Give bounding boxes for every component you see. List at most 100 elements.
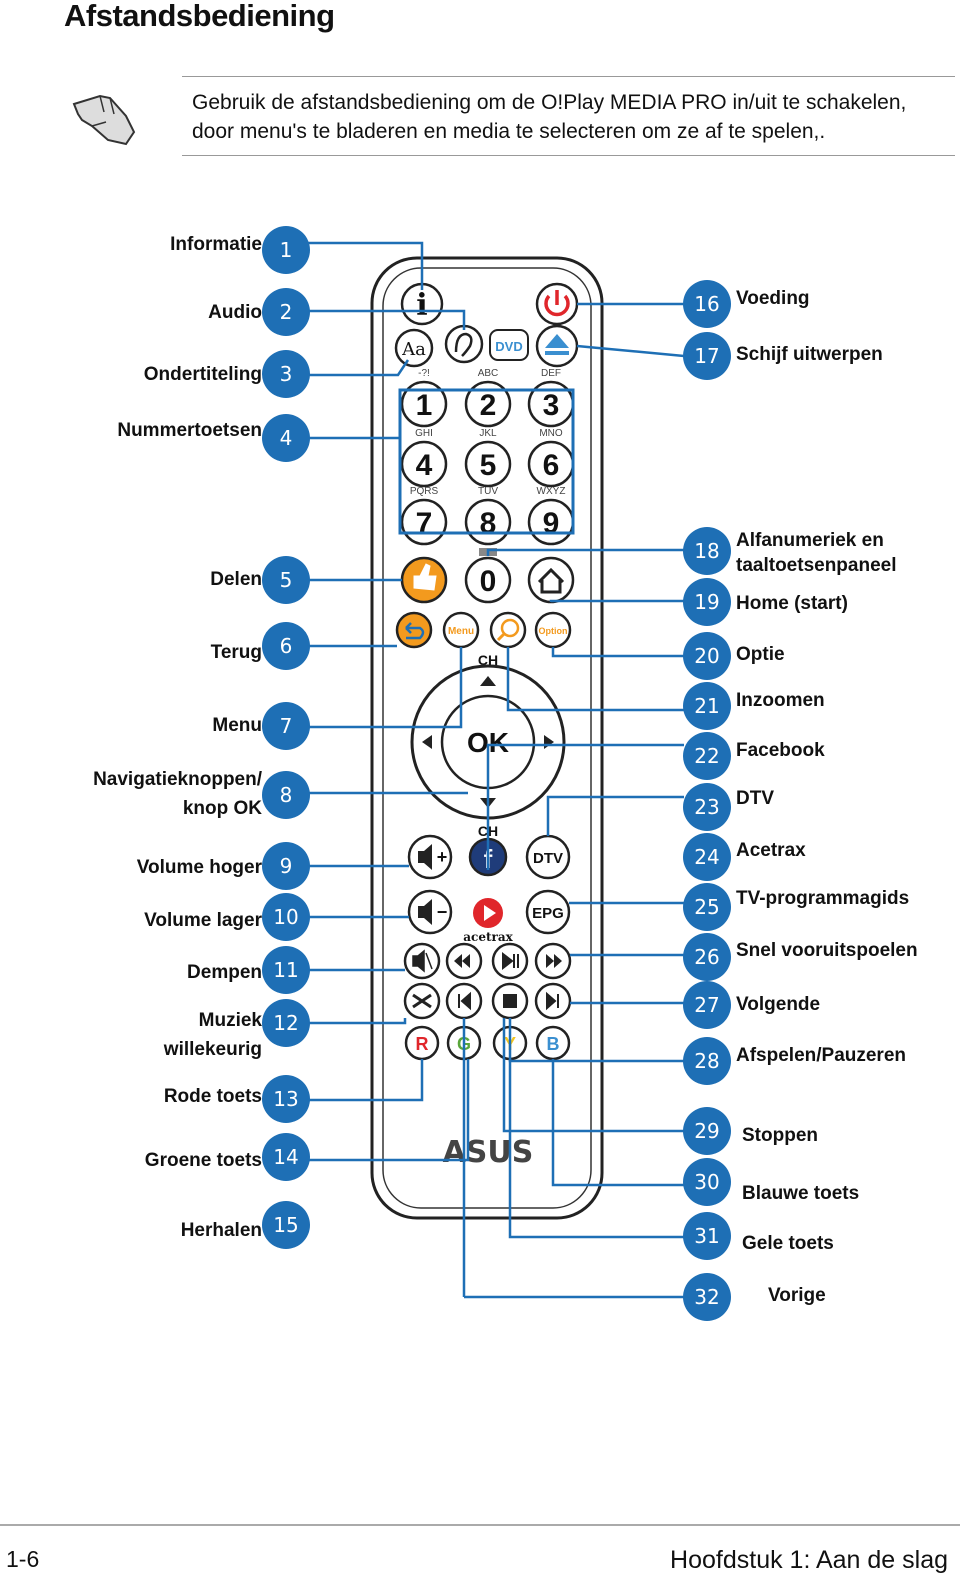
callout-label-line: Groene toets xyxy=(144,1150,262,1171)
callout-label: Volume lager xyxy=(144,908,262,933)
menu-label: Menu xyxy=(448,626,474,637)
stop-icon xyxy=(503,994,517,1008)
next-icon xyxy=(546,991,559,1011)
key-digit-4: 4 xyxy=(416,449,433,482)
callout-label-line: Stoppen xyxy=(742,1125,818,1146)
previous-icon xyxy=(458,991,471,1011)
callout-label-line: Ondertiteling xyxy=(143,364,262,385)
callout-label-line: Terug xyxy=(210,642,262,663)
nav-left-icon xyxy=(422,735,432,749)
callout-line xyxy=(486,548,684,556)
callout-number: 8 xyxy=(262,771,310,819)
callout-label: Inzoomen xyxy=(736,688,825,713)
callout-label: Volgende xyxy=(736,992,820,1017)
page-number: 1-6 xyxy=(6,1546,40,1572)
callout-label-line: Alfanumeriek en xyxy=(736,530,884,551)
divider-bottom xyxy=(182,155,955,156)
info-icon: i xyxy=(416,288,427,323)
callout-label: Navigatieknoppen/knop OK xyxy=(93,767,262,821)
key-letters-9: WXYZ xyxy=(537,486,566,497)
callout-label: Home (start) xyxy=(736,591,848,616)
callout-line xyxy=(305,1059,424,1102)
callout-label: Terug xyxy=(211,640,262,665)
back-icon xyxy=(405,622,425,640)
callout-label-line: Acetrax xyxy=(736,840,806,861)
callout-number: 3 xyxy=(262,350,310,398)
callout-number: 28 xyxy=(683,1037,731,1085)
ch-up-label: CH xyxy=(478,652,498,668)
callout-line xyxy=(305,309,466,330)
callout-label: Volume hoger xyxy=(137,855,262,880)
key-digit-9: 9 xyxy=(543,507,560,540)
callout-label: Menu xyxy=(212,713,262,738)
callout-number: 19 xyxy=(683,578,731,626)
callout-label: Acetrax xyxy=(736,838,806,863)
callout-number: 14 xyxy=(262,1133,310,1181)
callout-label-line: Schijf uitwerpen xyxy=(736,344,883,365)
callout-line xyxy=(305,1018,407,1025)
callout-line xyxy=(486,743,684,870)
callout-line xyxy=(576,344,685,358)
callout-number: 15 xyxy=(262,1201,310,1249)
callout-label: Ondertiteling xyxy=(144,362,262,387)
callout-label: Nummertoetsen xyxy=(117,418,262,443)
intro-note: Gebruik de afstandsbediening om de O!Pla… xyxy=(192,88,952,146)
key-5 xyxy=(464,440,512,488)
callout-line xyxy=(305,1059,470,1162)
callout-number: 32 xyxy=(683,1273,731,1321)
callout-label: Delen xyxy=(210,567,262,592)
callout-number: 2 xyxy=(262,288,310,336)
nav-up-icon xyxy=(480,676,496,686)
rewind-icon xyxy=(454,954,470,968)
callout-number: 10 xyxy=(262,893,310,941)
callout-line xyxy=(508,1059,684,1239)
callout-label-line: Optie xyxy=(736,644,785,665)
callout-label-line: Volume lager xyxy=(144,910,262,931)
key-letters-1: -?! xyxy=(418,368,430,379)
numpad-frame xyxy=(398,388,575,535)
callout-label-line: Vorige xyxy=(768,1285,826,1306)
key-digit-0: 0 xyxy=(480,565,497,598)
callout-label: Schijf uitwerpen xyxy=(736,342,883,367)
callout-number: 7 xyxy=(262,702,310,750)
key-digit-2: 2 xyxy=(480,389,497,422)
callout-number: 20 xyxy=(683,632,731,680)
divider-top xyxy=(182,76,955,77)
key-digit-5: 5 xyxy=(480,449,497,482)
callout-label: Groene toets xyxy=(145,1148,262,1173)
callout-number: 27 xyxy=(683,981,731,1029)
callout-number: 6 xyxy=(262,622,310,670)
home-button xyxy=(527,556,575,604)
callout-line xyxy=(502,1018,684,1133)
callout-number: 17 xyxy=(683,332,731,380)
shuffle-icon xyxy=(412,993,432,1009)
callout-number: 26 xyxy=(683,933,731,981)
callout-label-line: Afspelen/Pauzeren xyxy=(736,1045,906,1066)
callout-line xyxy=(546,795,684,836)
thumbs-up-icon xyxy=(413,563,437,591)
callout-number: 4 xyxy=(262,414,310,462)
callout-label-line: Blauwe toets xyxy=(742,1183,860,1204)
key-letters-4: GHI xyxy=(415,428,433,439)
epg-label: EPG xyxy=(532,905,564,922)
callout-number: 25 xyxy=(683,883,731,931)
callout-label: Herhalen xyxy=(181,1218,262,1243)
key-digit-6: 6 xyxy=(543,449,560,482)
audio-icon xyxy=(454,332,473,357)
callout-label: Blauwe toets xyxy=(742,1181,859,1206)
key-digit-7: 7 xyxy=(416,507,433,540)
callout-label: TV-programmagids xyxy=(736,886,909,911)
callout-number: 1 xyxy=(262,226,310,274)
callout-line xyxy=(305,359,410,377)
key-digit-1: 1 xyxy=(416,389,433,422)
footer-divider xyxy=(0,1524,960,1526)
intro-line-1: Gebruik de afstandsbediening om de O!Pla… xyxy=(192,91,907,114)
callout-number: 18 xyxy=(683,527,731,575)
dvd-button xyxy=(489,329,529,361)
home-icon xyxy=(537,567,565,594)
callout-number: 24 xyxy=(683,833,731,881)
callout-number: 29 xyxy=(683,1107,731,1155)
mute-icon xyxy=(412,949,433,973)
callout-number: 9 xyxy=(262,842,310,890)
